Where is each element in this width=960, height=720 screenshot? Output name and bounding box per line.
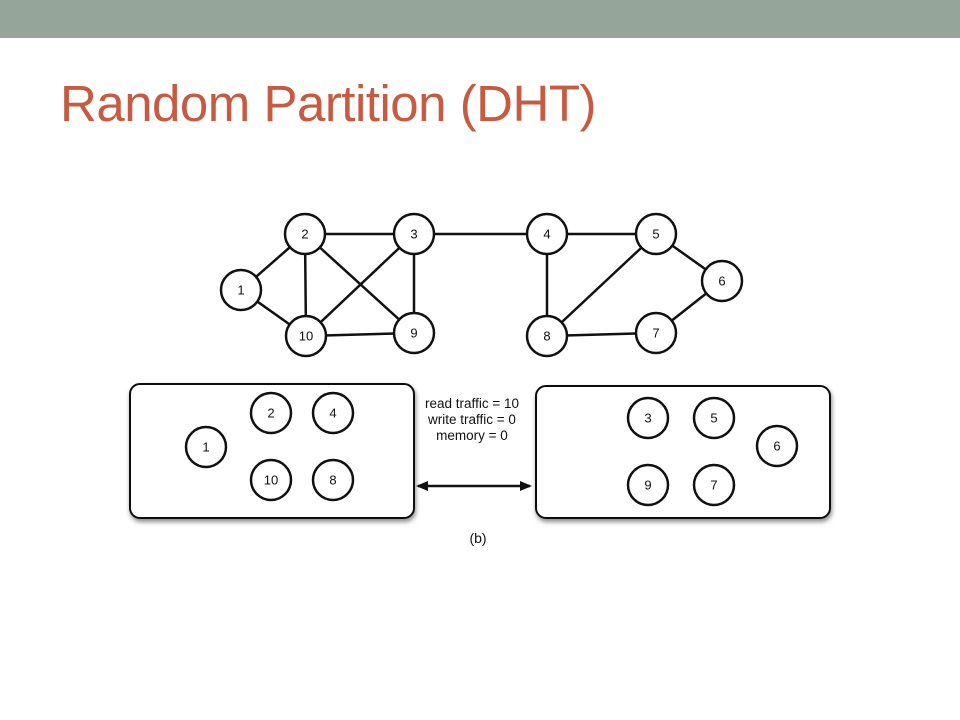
- memory-label: memory = 0: [436, 428, 508, 443]
- left-partition-node-2: 2: [249, 391, 293, 435]
- left-partition-node-10: 10: [249, 458, 293, 502]
- edge-2-9: [304, 233, 415, 334]
- write-traffic-label: write traffic = 0: [427, 412, 516, 427]
- graph-node-10-circle: [284, 314, 328, 358]
- left-partition-node-1: 1: [184, 425, 228, 469]
- graph-node-2-label: 2: [301, 227, 308, 242]
- right-partition-nodes: 3 5 6 9 7: [626, 396, 799, 507]
- graph-node-3-circle: [392, 212, 436, 256]
- left-partition-node-8-circle: [311, 458, 355, 502]
- graph-node-6-circle: [700, 259, 744, 303]
- graph-node-8-label: 8: [543, 329, 550, 344]
- left-partition-node-4-circle: [311, 391, 355, 435]
- right-partition-node-5-circle: [692, 396, 736, 440]
- right-partition-node-9-circle: [626, 463, 670, 507]
- left-partition-node-4-label: 4: [329, 406, 336, 421]
- graph-node-1: 1: [219, 268, 263, 312]
- right-partition-box: [535, 385, 831, 519]
- edge-5-8: [546, 233, 657, 337]
- graph-node-5-circle: [634, 212, 678, 256]
- graph-node-1-label: 1: [237, 283, 244, 298]
- read-traffic-label: read traffic = 10: [425, 396, 519, 411]
- graph-node-9-circle: [392, 311, 436, 355]
- left-partition-node-4: 4: [311, 391, 355, 435]
- left-partition-node-10-circle: [249, 458, 293, 502]
- left-partition-node-2-circle: [249, 391, 293, 435]
- graph-node-10: 10: [284, 314, 328, 358]
- graph-node-2-circle: [283, 212, 327, 256]
- slide-title: Random Partition (DHT): [60, 75, 596, 132]
- right-partition-node-7-label: 7: [710, 478, 717, 493]
- left-partition-node-1-circle: [184, 425, 228, 469]
- graph-node-3-label: 3: [410, 227, 417, 242]
- graph-node-5-label: 5: [652, 227, 659, 242]
- graph-node-2: 2: [283, 212, 327, 256]
- left-partition-node-8: 8: [311, 458, 355, 502]
- right-partition-node-9-label: 9: [644, 478, 651, 493]
- graph-node-8: 8: [525, 314, 569, 358]
- edge-3-10: [305, 233, 415, 337]
- left-partition-node-1-label: 1: [202, 440, 209, 455]
- graph-node-1-circle: [219, 268, 263, 312]
- graph-node-4-circle: [525, 212, 569, 256]
- right-partition-node-3: 3: [626, 396, 670, 440]
- graph-node-9: 9: [392, 311, 436, 355]
- right-partition-node-9: 9: [626, 463, 670, 507]
- graph-node-7: 7: [634, 311, 678, 355]
- right-partition-node-3-label: 3: [644, 411, 651, 426]
- right-partition-node-5: 5: [692, 396, 736, 440]
- right-partition-node-6-circle: [755, 424, 799, 468]
- right-partition-node-7: 7: [692, 463, 736, 507]
- graph-node-5: 5: [634, 212, 678, 256]
- graph-node-7-label: 7: [652, 326, 659, 341]
- graph-node-4-label: 4: [543, 227, 550, 242]
- graph-node-8-circle: [525, 314, 569, 358]
- graph-node-3: 3: [392, 212, 436, 256]
- graph-node-6-label: 6: [718, 274, 725, 289]
- right-partition-node-5-label: 5: [710, 411, 717, 426]
- right-partition-node-3-circle: [626, 396, 670, 440]
- graph-node-9-label: 9: [410, 326, 417, 341]
- graph-node-7-circle: [634, 311, 678, 355]
- top-bar: [0, 0, 960, 38]
- graph-node-6: 6: [700, 259, 744, 303]
- left-partition-nodes: 2 4 1 10 8: [184, 391, 355, 502]
- right-partition-node-6: 6: [755, 424, 799, 468]
- graph-node-10-label: 10: [299, 329, 313, 344]
- left-partition-node-2-label: 2: [267, 406, 274, 421]
- right-partition-node-7-circle: [692, 463, 736, 507]
- graph-node-4: 4: [525, 212, 569, 256]
- right-partition-node-6-label: 6: [773, 439, 780, 454]
- left-partition-node-10-label: 10: [264, 473, 278, 488]
- left-partition-node-8-label: 8: [329, 473, 336, 488]
- figure-caption: (b): [469, 530, 486, 546]
- graph-nodes: 1 2 3 4 5 6 7 8 9 10: [219, 212, 744, 358]
